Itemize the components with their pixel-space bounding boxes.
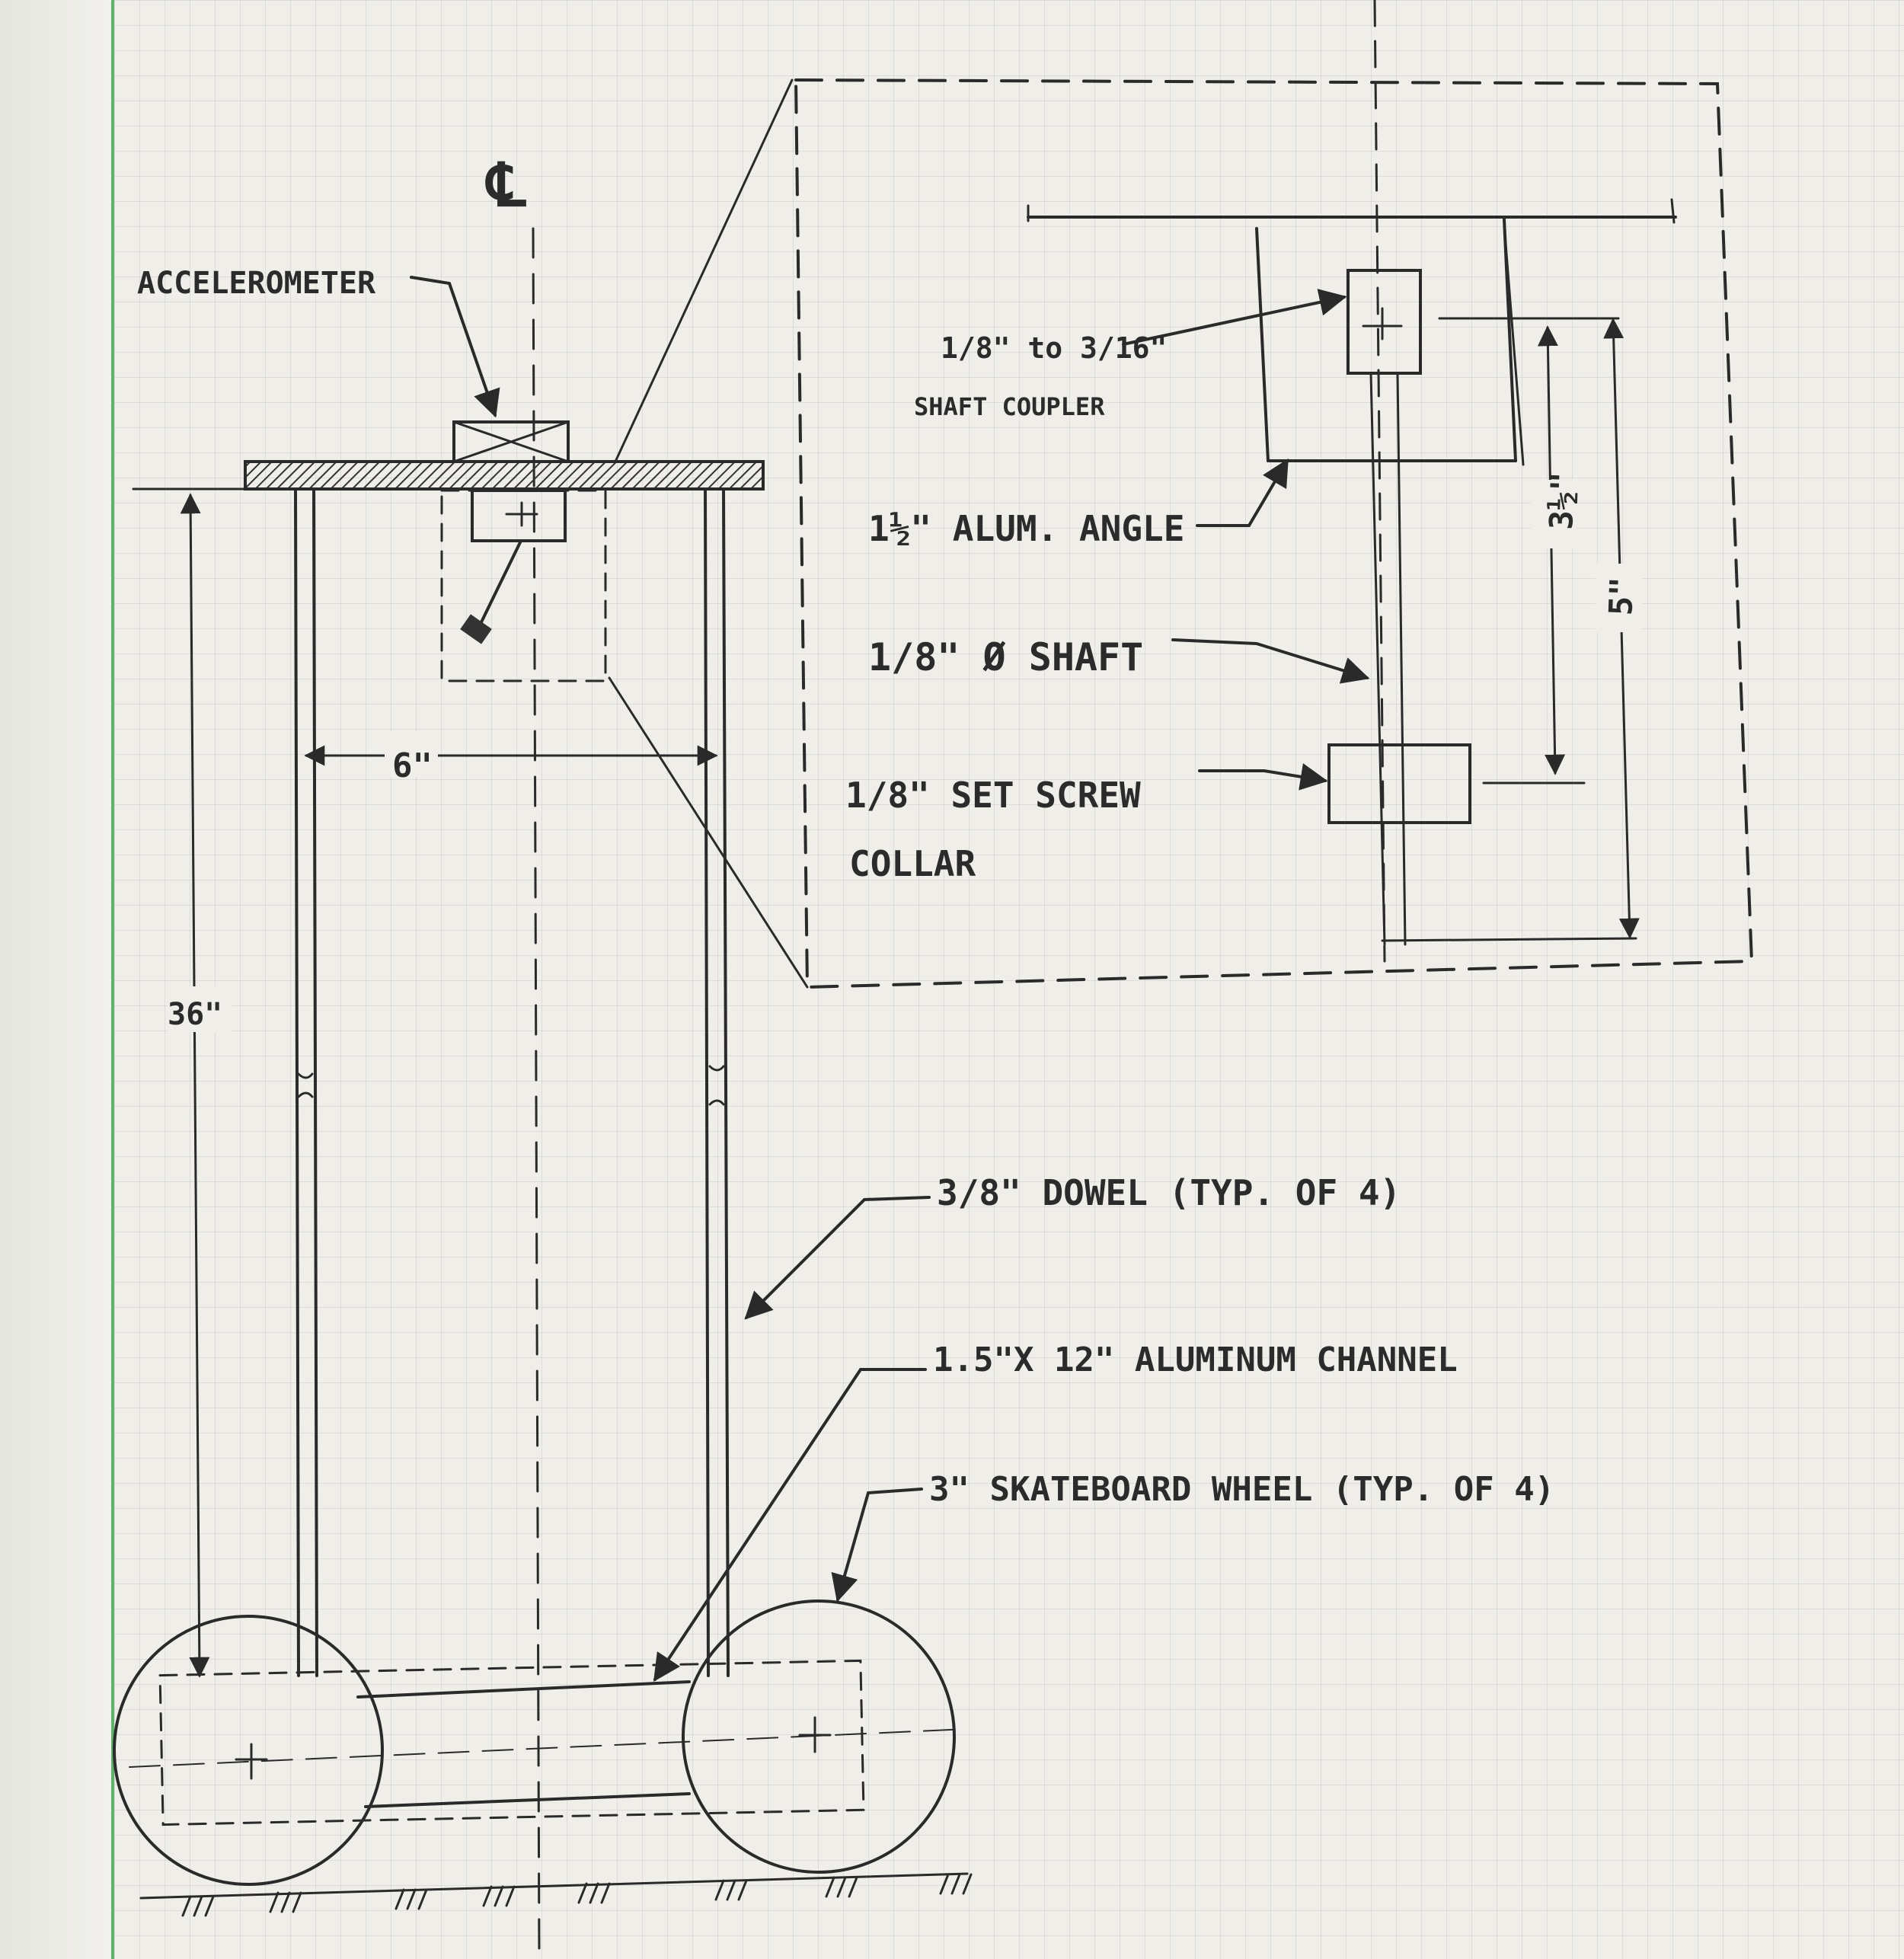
wheel-label: 3" SKATEBOARD WHEEL (TYP. OF 4) xyxy=(929,1470,1554,1509)
wheel-left xyxy=(113,1615,384,1886)
alum-angle-bracket xyxy=(1255,218,1525,466)
page-edge xyxy=(0,0,111,1959)
detail-frame xyxy=(794,78,1754,989)
wheel-right xyxy=(682,1599,956,1874)
dowel-leader xyxy=(744,1196,931,1320)
centerline-symbol: ℄ xyxy=(485,152,526,220)
break-mark xyxy=(708,1065,725,1106)
alum-angle-label: 1½" ALUM. ANGLE xyxy=(868,508,1184,549)
accelerometer-label: ACCELEROMETER xyxy=(137,266,376,301)
shaft-coupler xyxy=(1347,269,1422,375)
collar-label-line1: 1/8" SET SCREW xyxy=(845,775,1141,816)
detail-shaft xyxy=(1369,372,1637,946)
detail-connector-bottom xyxy=(608,676,809,989)
coupler-section xyxy=(471,489,567,542)
dim-36-line xyxy=(180,493,210,1678)
ground-line xyxy=(139,1872,973,1917)
aluminum-channel xyxy=(129,1659,968,1826)
dowel-label: 3/8" DOWEL (TYP. OF 4) xyxy=(937,1172,1401,1213)
coupler-label-line1: 1/8" to 3/16" xyxy=(941,331,1167,365)
wheel-leader xyxy=(831,1488,923,1603)
alum-angle-leader xyxy=(1196,458,1289,527)
shaft-leader xyxy=(1171,638,1370,684)
collar-leader xyxy=(1198,763,1328,791)
shaft-label: 1/8" Ø SHAFT xyxy=(868,635,1143,679)
coupler-label-line2: SHAFT COUPLER xyxy=(914,392,1105,421)
accelerometer-leader xyxy=(410,276,500,418)
dim-gap xyxy=(168,986,232,1032)
dowel-left xyxy=(294,487,318,1677)
centerline xyxy=(532,227,541,1959)
pendulum-rod xyxy=(477,539,522,630)
accelerometer-block xyxy=(452,420,570,463)
top-platform xyxy=(244,460,765,491)
margin-line xyxy=(111,0,114,1959)
dim-3-5-line xyxy=(1537,325,1566,775)
detail-connector-top xyxy=(614,78,794,463)
channel-label: 1.5"X 12" ALUMINUM CHANNEL xyxy=(933,1341,1458,1379)
dim-gap xyxy=(1596,564,1641,632)
pendulum-mass xyxy=(460,614,492,644)
dim-3-5-label: 3½" xyxy=(1542,471,1582,531)
dim-5-label: 5" xyxy=(1602,577,1640,616)
dowel-right xyxy=(704,487,730,1677)
collar-label-line2: COLLAR xyxy=(849,843,976,884)
bar-end xyxy=(1670,198,1676,224)
coupler-leader xyxy=(1122,289,1347,346)
channel-leader xyxy=(653,1368,927,1682)
dim-gap xyxy=(385,731,438,777)
dim-6-label: 6" xyxy=(392,746,433,785)
detail-callout-region xyxy=(440,489,607,682)
break-mark xyxy=(297,1072,314,1098)
set-screw-collar xyxy=(1327,743,1471,824)
dim-36-label: 36" xyxy=(168,997,222,1032)
detail-centerline xyxy=(1373,0,1386,963)
dim-gap xyxy=(1531,480,1577,548)
